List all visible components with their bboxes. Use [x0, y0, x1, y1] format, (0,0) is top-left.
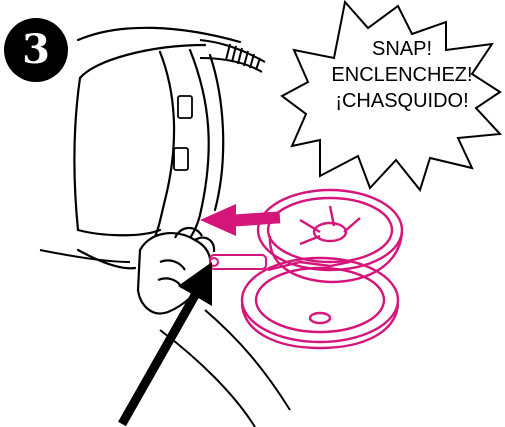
callout-text: SNAP! ENCLENCHEZ! ¡CHASQUIDO! [300, 36, 504, 114]
callout-line-chasquido: ¡CHASQUIDO! [300, 88, 504, 114]
axle [210, 255, 266, 269]
callout-line-enclenchez: ENCLENCHEZ! [300, 62, 504, 88]
machine-body [74, 28, 240, 268]
latch-slots [174, 96, 192, 170]
callout-line-snap: SNAP! [300, 36, 504, 62]
